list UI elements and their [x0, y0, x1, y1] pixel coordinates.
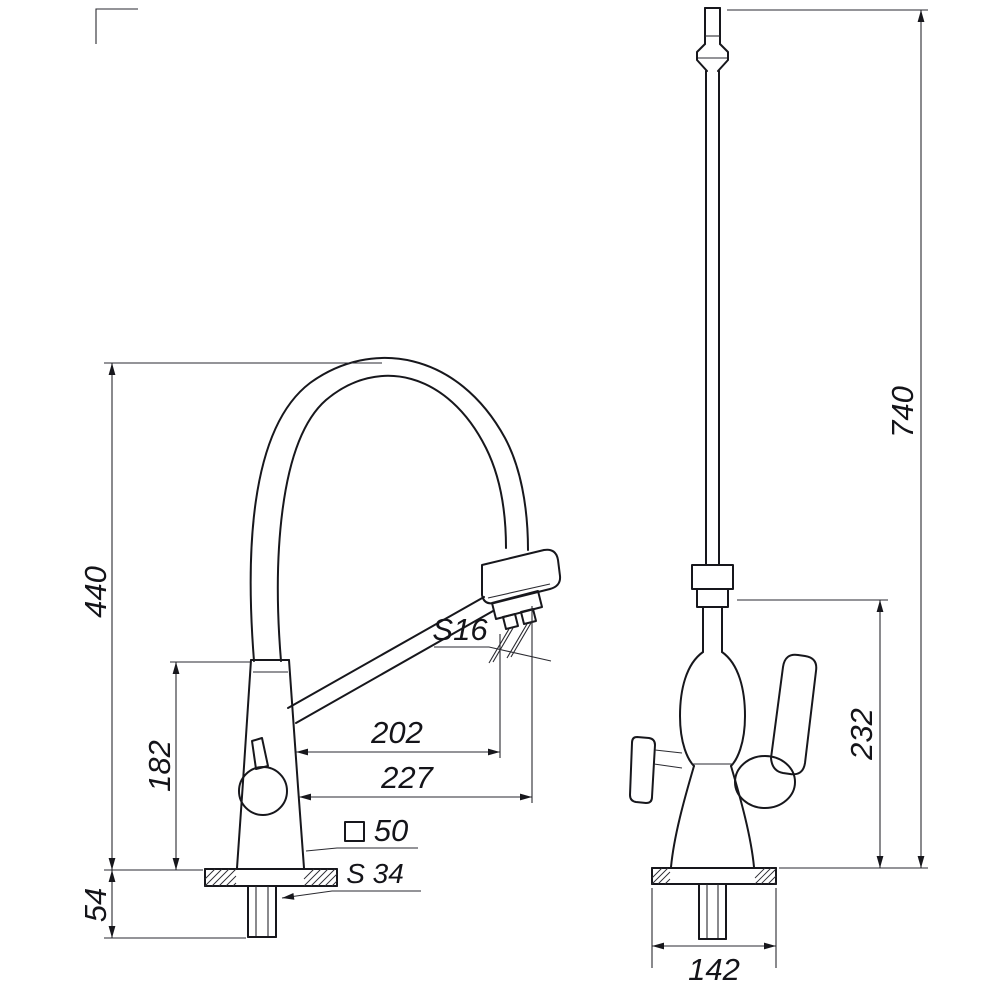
dim-label-s16: S16 [432, 612, 488, 647]
dimension-182: 182 [142, 661, 250, 870]
dimension-440: 440 [78, 362, 382, 871]
mixer-lever [734, 653, 818, 809]
callout-s34: S 34 [281, 858, 421, 900]
deck-hatching [204, 868, 338, 887]
water-streams [488, 622, 532, 664]
gooseneck-spout [249, 356, 529, 662]
callout-s16: S16 [432, 612, 552, 662]
nozzle-right [520, 608, 537, 625]
dim-label-202: 202 [370, 715, 423, 750]
mounting-deck [204, 868, 338, 887]
side-body [670, 651, 755, 868]
dim-label-740: 740 [885, 386, 920, 438]
callout-square-50: 50 [305, 813, 418, 852]
rigid-spout [287, 596, 494, 724]
dimension-227: 227 [299, 606, 533, 803]
faucet-front-view [204, 356, 562, 938]
nozzle-left [502, 613, 519, 630]
side-mounting-deck [651, 867, 777, 885]
dim-label-142: 142 [688, 952, 740, 987]
dim-label-440: 440 [78, 566, 113, 618]
vertical-hose [705, 70, 720, 566]
dim-label-232: 232 [844, 708, 879, 761]
loop-handle [238, 737, 288, 816]
side-deck-hatching [651, 867, 777, 885]
square-symbol [344, 821, 365, 842]
dim-label-227: 227 [380, 760, 434, 795]
dimension-232: 232 [737, 599, 888, 868]
filter-handle [629, 736, 683, 804]
spout-head [481, 548, 562, 664]
frame-corner-mark [95, 8, 138, 44]
dim-label-182: 182 [142, 740, 177, 792]
dimension-54: 54 [78, 870, 246, 939]
dim-label-54: 54 [78, 888, 113, 922]
hose-coupling [691, 564, 734, 653]
threaded-shank [247, 885, 277, 938]
dimension-142: 142 [651, 888, 777, 987]
spout-tip [696, 7, 729, 72]
dim-label-50: 50 [374, 813, 408, 848]
faucet-body [236, 659, 305, 869]
dimension-740: 740 [727, 9, 928, 869]
dim-label-s34: S 34 [346, 858, 404, 889]
dimension-202: 202 [296, 634, 501, 758]
faucet-side-view [629, 7, 818, 940]
side-threaded-shank [698, 883, 727, 940]
